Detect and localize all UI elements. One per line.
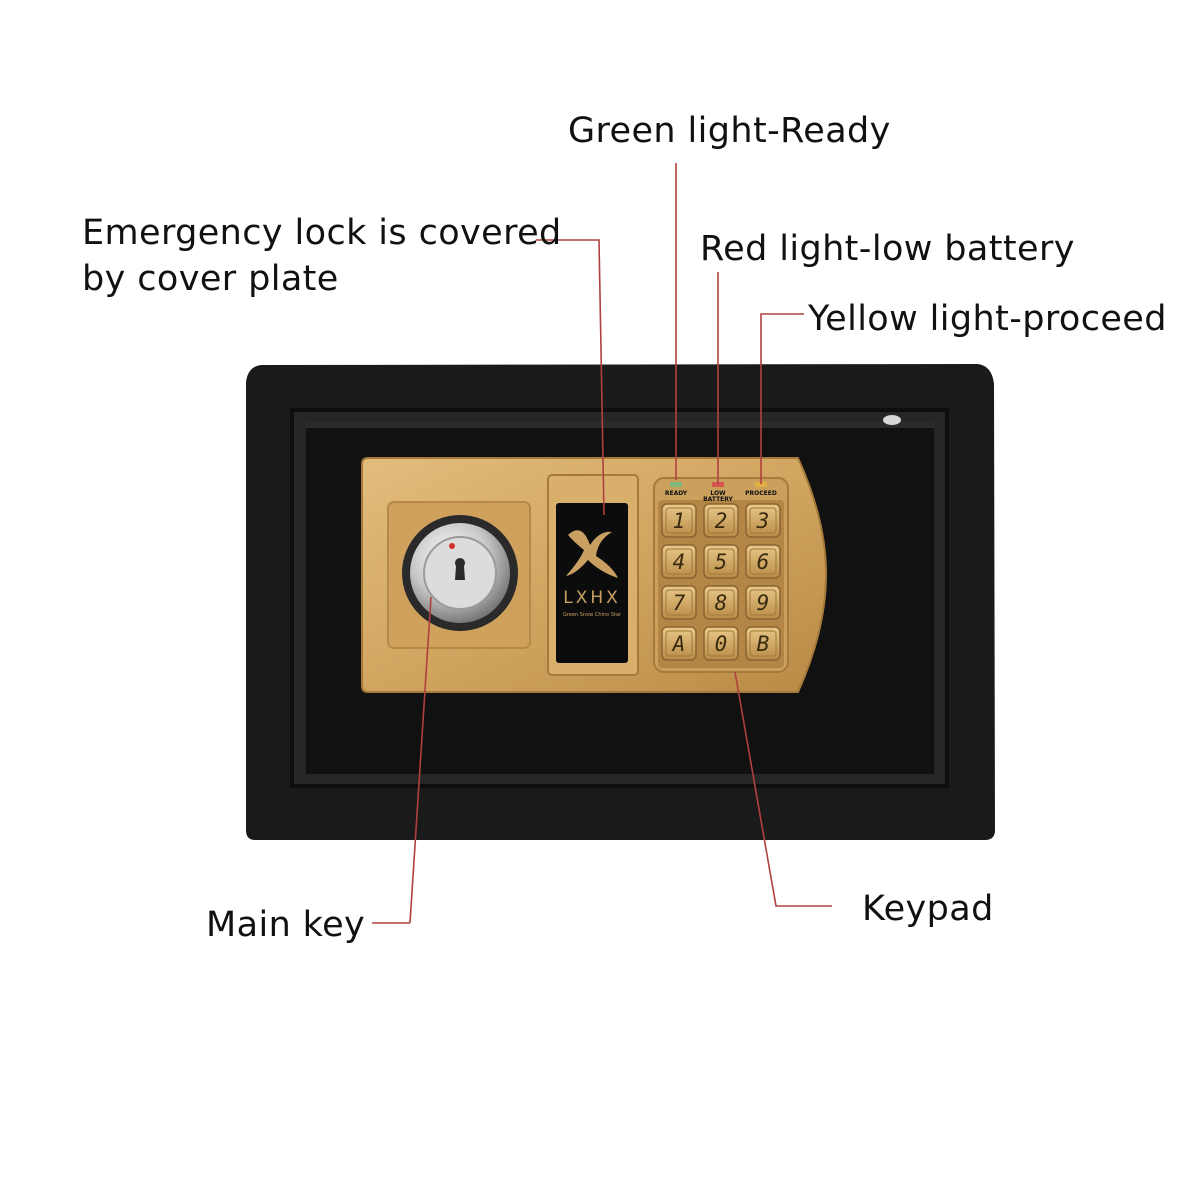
hinge-pin — [883, 415, 901, 425]
indicator-light-0 — [670, 482, 682, 487]
keypad-key-label: 9 — [757, 591, 770, 615]
callout-keypad: Keypad — [862, 889, 994, 929]
indicator-label: BATTERY — [703, 496, 733, 503]
callout-emergency-lock: Emergency lock is covered by cover plate — [82, 213, 562, 299]
callout-red-light: Red light-low battery — [700, 229, 1075, 269]
leader-yellow-light — [760, 313, 804, 484]
keypad-key-label: 3 — [756, 509, 770, 533]
keypad-key[interactable]: 9 — [745, 585, 781, 620]
leader-main-key — [409, 596, 432, 924]
keypad-key[interactable]: 2 — [703, 503, 739, 538]
keyhole-icon — [455, 558, 465, 580]
keypad-key[interactable]: 6 — [745, 544, 781, 579]
keypad: 1 2 3 4 5 6 7 8 9A 0 B — [661, 503, 781, 661]
keypad-key[interactable]: 0 — [703, 626, 739, 661]
keypad-key-label: 6 — [757, 550, 770, 574]
brand-name: LXHX — [563, 588, 621, 608]
leader-lines — [372, 163, 832, 924]
brand-logo-icon — [566, 530, 618, 578]
indicator-label: READY — [665, 490, 688, 497]
keypad-key-label: 5 — [715, 550, 728, 574]
keypad-key[interactable]: 3 — [745, 503, 781, 538]
keypad-key[interactable]: 5 — [703, 544, 739, 579]
keypad-key-label: 0 — [715, 632, 728, 656]
key-indicator-dot — [449, 543, 455, 549]
keypad-key[interactable]: 1 — [661, 503, 697, 538]
brand-badge — [556, 503, 628, 663]
keypad-key-label: A — [671, 632, 686, 656]
indicator-light-2 — [755, 482, 767, 487]
indicator-label: LOW — [710, 490, 726, 497]
keypad-key[interactable]: A — [661, 626, 697, 661]
keypad-key[interactable]: 4 — [661, 544, 697, 579]
keypad-key-label: B — [757, 632, 770, 656]
keypad-key-label: 2 — [715, 509, 728, 533]
callout-green-light: Green light-Ready — [568, 111, 891, 151]
callout-yellow-light: Yellow light-proceed — [808, 299, 1167, 339]
keypad-key[interactable]: 8 — [703, 585, 739, 620]
leader-emergency-lock — [536, 239, 605, 516]
brand-subtitle: Green Snow Chino Star — [563, 612, 622, 618]
leader-keypad — [734, 671, 832, 907]
keypad-key-label: 4 — [673, 550, 686, 574]
keypad-key[interactable]: 7 — [661, 585, 697, 620]
callout-main-key: Main key — [206, 905, 366, 945]
keypad-key[interactable]: B — [745, 626, 781, 661]
indicator-label: PROCEED — [745, 490, 777, 497]
keypad-key-label: 8 — [715, 591, 728, 615]
keypad-inner — [658, 500, 784, 668]
keypad-key-label: 1 — [673, 509, 686, 533]
keypad-key-label: 7 — [673, 591, 686, 615]
indicator-light-1 — [712, 482, 724, 487]
